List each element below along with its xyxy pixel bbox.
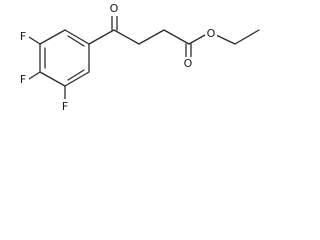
chain-bond bbox=[138, 29, 165, 45]
chemical-structure: F F F O O O bbox=[17, 2, 260, 115]
ring-double-bond bbox=[67, 35, 85, 47]
c-f-bond-top bbox=[28, 36, 41, 45]
ether-bond bbox=[215, 34, 236, 45]
ring-to-ketone-bond bbox=[88, 29, 115, 45]
c-f-bond-mid bbox=[28, 71, 41, 80]
ethyl-bond bbox=[234, 29, 260, 45]
oxygen-label-ketone: O bbox=[110, 2, 119, 15]
atom-labels: F F F O O O bbox=[17, 2, 217, 115]
ring-double-bond bbox=[67, 69, 85, 81]
ring-bond bbox=[64, 29, 90, 45]
ring-bond bbox=[64, 71, 90, 87]
oxygen-label-ester-carbonyl: O bbox=[184, 57, 193, 70]
ring-bond bbox=[39, 29, 66, 45]
oxygen-label-ether: O bbox=[207, 27, 216, 40]
side-chain bbox=[88, 13, 260, 59]
ester-single-bond bbox=[188, 34, 206, 45]
fluorine-bonds bbox=[28, 36, 66, 101]
chain-bond bbox=[163, 29, 190, 45]
benzene-ring bbox=[39, 29, 90, 87]
fluorine-label-top: F bbox=[20, 30, 26, 43]
fluorine-label-mid: F bbox=[20, 73, 26, 86]
ring-bond bbox=[39, 71, 66, 87]
chain-bond bbox=[113, 29, 140, 45]
fluorine-label-bottom: F bbox=[62, 100, 68, 113]
